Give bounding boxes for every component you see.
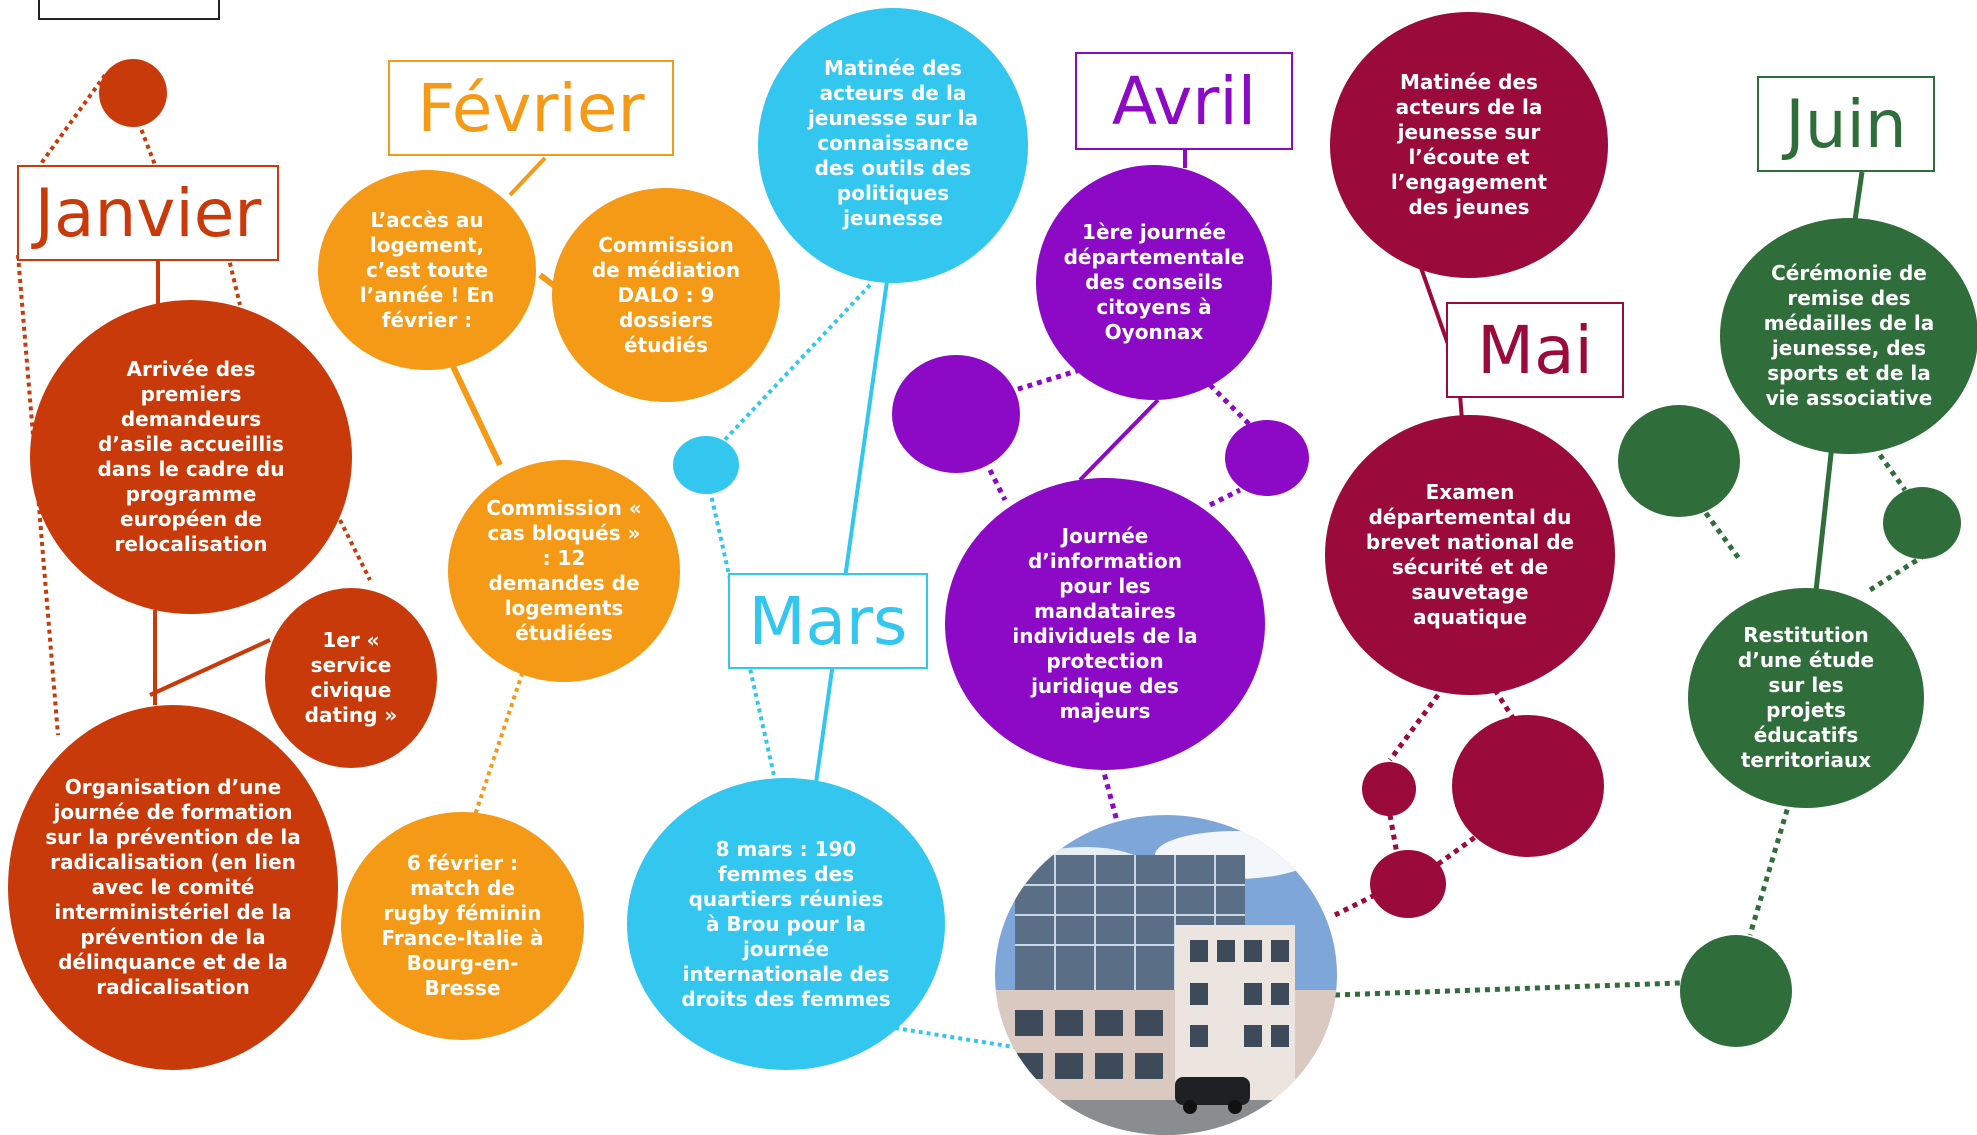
- event-fevrier-cas-bloques: Commission « cas bloqués » : 12 demandes…: [448, 460, 680, 682]
- event-text: Matinée des acteurs de la jeunesse sur l…: [1390, 70, 1548, 219]
- decor-dot: [1370, 850, 1446, 918]
- decor-dot: [1452, 715, 1604, 857]
- connector: [508, 156, 547, 197]
- event-avril-mandataires: Journée d’information pour les mandatair…: [945, 478, 1265, 770]
- connector: [1747, 799, 1793, 936]
- connector: [1387, 693, 1441, 762]
- connector: [447, 358, 503, 467]
- connector: [1099, 764, 1121, 826]
- top-frame: [38, 0, 220, 20]
- event-text: Cérémonie de remise des médailles de la …: [1763, 261, 1935, 410]
- month-label-mars: Mars: [728, 573, 928, 669]
- event-text: Restitution d’une étude sur les projets …: [1737, 623, 1875, 772]
- connector: [1208, 487, 1242, 508]
- event-mars-matinee: Matinée des acteurs de la jeunesse sur l…: [758, 8, 1028, 283]
- event-text: Examen départemental du brevet national …: [1365, 480, 1575, 629]
- event-mai-matinee: Matinée des acteurs de la jeunesse sur l…: [1330, 12, 1608, 278]
- event-text: Matinée des acteurs de la jeunesse sur l…: [807, 56, 979, 230]
- decor-dot: [1362, 762, 1416, 816]
- event-text: L’accès au logement, c’est toute l’année…: [359, 207, 495, 332]
- connector: [38, 73, 107, 167]
- event-janvier-service-civique: 1er « service civique dating »: [265, 588, 437, 768]
- event-janvier-asile: Arrivée des premiers demandeurs d’asile …: [30, 300, 352, 614]
- event-text: Arrivée des premiers demandeurs d’asile …: [97, 357, 285, 556]
- event-text: Commission de médiation DALO : 9 dossier…: [591, 232, 741, 357]
- event-text: Journée d’information pour les mandatair…: [1012, 524, 1198, 723]
- event-avril-conseils: 1ère journée départementale des conseils…: [1036, 165, 1272, 400]
- connector: [1418, 264, 1452, 351]
- connector: [1877, 453, 1908, 492]
- connector: [1697, 503, 1743, 562]
- connector: [226, 254, 242, 306]
- decor-dot: [1883, 487, 1961, 559]
- connector: [1852, 171, 1865, 221]
- connector: [1014, 367, 1081, 393]
- event-text: 8 mars : 190 femmes des quartiers réunie…: [681, 836, 891, 1011]
- month-label-avril: Avril: [1075, 52, 1293, 150]
- event-text: 6 février : match de rugby féminin Franc…: [381, 851, 544, 1000]
- connector: [473, 649, 532, 816]
- connector: [708, 489, 777, 781]
- decor-dot: [1680, 935, 1792, 1047]
- event-juin-restitution: Restitution d’une étude sur les projets …: [1688, 588, 1924, 808]
- event-text: 1ère journée départementale des conseils…: [1063, 220, 1245, 344]
- connector: [1387, 814, 1401, 861]
- connector: [149, 638, 271, 697]
- decor-dot: [892, 355, 1020, 473]
- building-illustration: [995, 815, 1337, 1135]
- event-fevrier-logement: L’accès au logement, c’est toute l’année…: [318, 170, 536, 370]
- connector: [1334, 980, 1681, 998]
- event-text: Organisation d’une journée de formation …: [45, 775, 301, 999]
- connector: [813, 259, 892, 791]
- event-janvier-radicalisation: Organisation d’une journée de formation …: [8, 705, 338, 1070]
- decor-dot: [99, 59, 167, 127]
- event-fevrier-dalo: Commission de médiation DALO : 9 dossier…: [552, 188, 780, 402]
- connector: [338, 519, 372, 581]
- month-label-janvier: Janvier: [17, 165, 279, 261]
- connector: [1078, 398, 1160, 482]
- decor-dot: [1618, 405, 1740, 517]
- building-photo: [995, 815, 1337, 1135]
- event-text: 1er « service civique dating »: [304, 628, 398, 727]
- connector: [1868, 552, 1927, 593]
- decor-dot: [1225, 420, 1309, 496]
- connector: [1812, 444, 1835, 601]
- connector: [1428, 827, 1487, 873]
- month-label-juin: Juin: [1757, 76, 1935, 172]
- event-text: Commission « cas bloqués » : 12 demandes…: [486, 496, 642, 645]
- connector: [1208, 383, 1257, 432]
- connector: [894, 1026, 1021, 1050]
- connector: [1333, 892, 1377, 918]
- event-mars-8mars: 8 mars : 190 femmes des quartiers réunie…: [627, 778, 945, 1070]
- connector: [987, 468, 1008, 502]
- decor-dot: [673, 436, 739, 494]
- event-mai-brevet: Examen départemental du brevet national …: [1325, 415, 1615, 695]
- event-fevrier-rugby: 6 février : match de rugby féminin Franc…: [341, 812, 584, 1040]
- month-label-mai: Mai: [1446, 302, 1624, 398]
- event-juin-medailles: Cérémonie de remise des médailles de la …: [1720, 218, 1977, 454]
- month-label-fevrier: Février: [388, 60, 674, 156]
